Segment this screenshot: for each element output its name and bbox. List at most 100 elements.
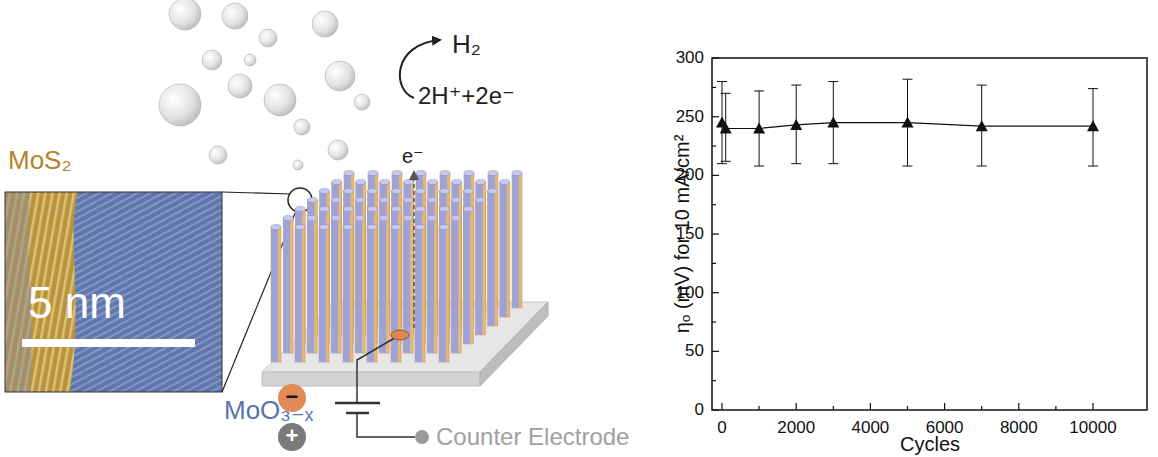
nanowire-top [415,207,425,212]
nanowire-top [368,171,378,176]
nanowire-top [415,225,425,230]
scale-bar-label: 5 nm [28,279,126,327]
nanowire-core [488,191,495,326]
x-tick-label: 2000 [777,419,815,438]
nanowire-top [428,180,438,185]
bubble [264,84,296,116]
nanowire-top [319,225,329,230]
y-tick [712,292,719,293]
data-marker [790,119,802,130]
nanowire-top [476,180,486,185]
nanowire-core [476,200,483,335]
nanowire-core [463,209,470,344]
nanowire-shell [319,227,329,362]
nanowire-top [368,189,378,194]
error-cap [721,161,731,162]
x-tick [944,403,945,410]
x-tick [1055,406,1056,410]
nanowire-shell [343,227,353,362]
nanowire-shell [391,227,401,362]
bubble [293,160,303,170]
error-cap [1088,88,1098,89]
nanowire-top [440,171,450,176]
nanowire-core [451,218,458,353]
nanowire-top [440,189,450,194]
nanowire-top [452,180,462,185]
x-tick-label: 0 [717,419,726,438]
nanowire-top [464,189,474,194]
nanowire-shell [367,227,377,362]
y-tick [712,145,716,146]
material-label: MoO₃₋ₓ [224,396,313,425]
x-tick [758,406,759,410]
nanowire-shell [500,182,510,317]
nanowire-top [464,171,474,176]
y-tick [712,204,716,205]
nanowire-core [295,227,302,362]
nanowire-top [283,216,293,221]
bubble [259,29,277,47]
nanowire-top [404,180,414,185]
x-tick [981,406,982,410]
nanowire-core [343,227,350,362]
electrode-label: Counter Electrode [436,424,629,450]
nanowire-top [416,171,426,176]
y-tick-label: 250 [676,107,704,126]
nanowire-shell [512,173,522,308]
nanowire-top [452,198,462,203]
nanowire-top [367,225,377,230]
magnifier [222,188,312,392]
x-tick [721,403,722,410]
nanowire-core [355,218,362,353]
y-tick [712,87,716,88]
y-axis-title: ηₒ (mV) for 10 mA/cm² [671,135,693,334]
bubble [159,84,201,126]
y-tick-label: 50 [685,342,704,361]
bubble [354,94,370,110]
hydrogen-bubbles [159,0,370,170]
data-marker [976,120,988,131]
nanowire-shell [295,227,305,362]
nanowire-top [355,216,365,221]
nanowire-top [308,198,318,203]
nanowire-top [488,189,498,194]
bubble [222,3,248,29]
nanowire-shell [283,218,293,353]
y-tick-label: 300 [676,49,704,68]
nanowire-top [439,225,449,230]
nanowire-top [331,216,341,221]
nanowire-top [512,171,522,176]
nanowire-top [356,198,366,203]
nanowire-shell [379,218,389,353]
error-cap [903,166,913,167]
y-tick-label: 0 [695,401,704,420]
y-tick [712,57,719,58]
nanowire-core [439,227,446,362]
nanowire-shell [331,218,341,353]
nanowire-top [439,207,449,212]
y-tick [712,380,716,381]
nanowire-top [392,171,402,176]
error-cap [721,93,731,94]
nanowire-core [512,173,519,308]
error-cap [1088,166,1098,167]
bubble [325,61,355,91]
nanowire-top [488,171,498,176]
data-marker [1087,120,1099,131]
nanowire-core [427,218,434,353]
nanowire-core [331,218,338,353]
bubble [328,140,348,160]
nanowire-top [344,189,354,194]
nanowire-shell [355,218,365,353]
y-tick [712,321,716,322]
nanowire-top [391,225,401,230]
terminal-sign: + [286,424,299,448]
y-tick [712,263,716,264]
nanowire-top [379,216,389,221]
x-tick [796,403,797,410]
y-tick [712,233,719,234]
nanowire-shell [427,218,437,353]
nanowire-top [332,198,342,203]
x-axis-title: Cycles [900,433,960,455]
nanowire-top [392,189,402,194]
